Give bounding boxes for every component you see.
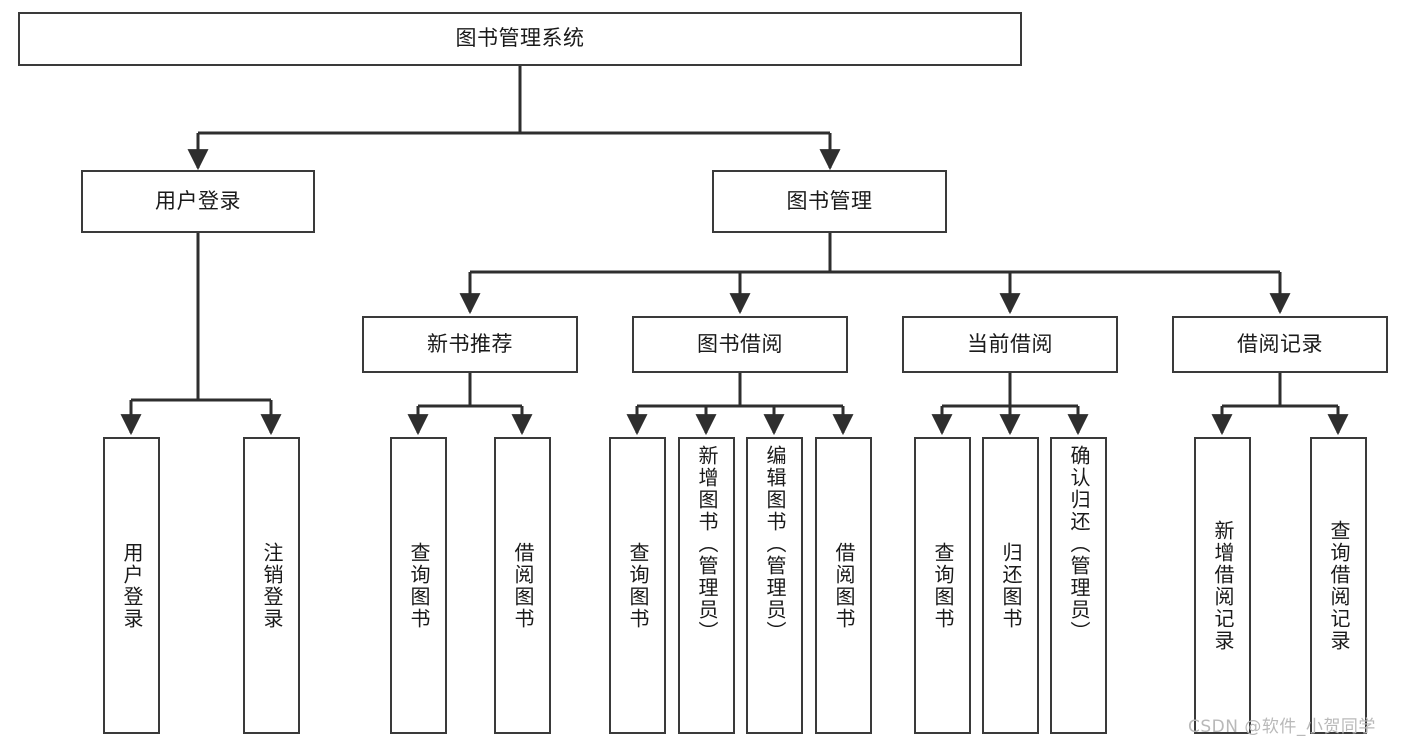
node-current-borrow[interactable]: 当前借阅	[902, 316, 1118, 373]
leaf-borrowrecord-add-record[interactable]: 新增借阅记录	[1194, 437, 1251, 734]
leaf-user-login-logout-label: 注销登录	[260, 541, 284, 630]
leaf-currentborrow-confirm-return-label: 确认归还（管理员）	[1067, 445, 1091, 643]
leaf-bookborrow-add-book-label: 新增图书（管理员）	[695, 445, 719, 643]
leaf-newbook-query-book-label: 查询图书	[407, 541, 431, 630]
leaf-borrowrecord-add-record-label: 新增借阅记录	[1211, 519, 1235, 652]
leaf-borrowrecord-query-record[interactable]: 查询借阅记录	[1310, 437, 1367, 734]
node-root-label: 图书管理系统	[455, 26, 585, 51]
leaf-currentborrow-confirm-return[interactable]: 确认归还（管理员）	[1050, 437, 1107, 734]
leaf-currentborrow-query-book[interactable]: 查询图书	[914, 437, 971, 734]
node-borrow-record[interactable]: 借阅记录	[1172, 316, 1388, 373]
node-borrow-record-label: 借阅记录	[1237, 331, 1323, 356]
leaf-user-login-login-label: 用户登录	[120, 541, 144, 630]
node-user-login-label: 用户登录	[155, 188, 241, 213]
node-book-management[interactable]: 图书管理	[712, 170, 947, 233]
leaf-bookborrow-edit-book-label: 编辑图书（管理员）	[763, 445, 787, 643]
leaf-newbook-query-book[interactable]: 查询图书	[390, 437, 447, 734]
node-user-login[interactable]: 用户登录	[81, 170, 315, 233]
leaf-newbook-borrow-book-label: 借阅图书	[511, 541, 535, 630]
leaf-currentborrow-return-book-label: 归还图书	[999, 541, 1023, 630]
leaf-bookborrow-borrow-book-label: 借阅图书	[832, 541, 856, 630]
leaf-bookborrow-borrow-book[interactable]: 借阅图书	[815, 437, 872, 734]
node-book-borrow-label: 图书借阅	[697, 331, 783, 356]
leaf-newbook-borrow-book[interactable]: 借阅图书	[494, 437, 551, 734]
node-book-borrow[interactable]: 图书借阅	[632, 316, 848, 373]
leaf-bookborrow-edit-book[interactable]: 编辑图书（管理员）	[746, 437, 803, 734]
node-new-book-recommend-label: 新书推荐	[427, 331, 513, 356]
leaf-user-login-login[interactable]: 用户登录	[103, 437, 160, 734]
node-root[interactable]: 图书管理系统	[18, 12, 1022, 66]
leaf-bookborrow-query-book[interactable]: 查询图书	[609, 437, 666, 734]
leaf-bookborrow-query-book-label: 查询图书	[626, 541, 650, 630]
leaf-borrowrecord-query-record-label: 查询借阅记录	[1327, 519, 1351, 652]
node-book-management-label: 图书管理	[786, 188, 873, 213]
leaf-currentborrow-query-book-label: 查询图书	[931, 541, 955, 630]
leaf-bookborrow-add-book[interactable]: 新增图书（管理员）	[678, 437, 735, 734]
leaf-user-login-logout[interactable]: 注销登录	[243, 437, 300, 734]
leaf-currentborrow-return-book[interactable]: 归还图书	[982, 437, 1039, 734]
node-new-book-recommend[interactable]: 新书推荐	[362, 316, 578, 373]
node-current-borrow-label: 当前借阅	[967, 331, 1053, 356]
